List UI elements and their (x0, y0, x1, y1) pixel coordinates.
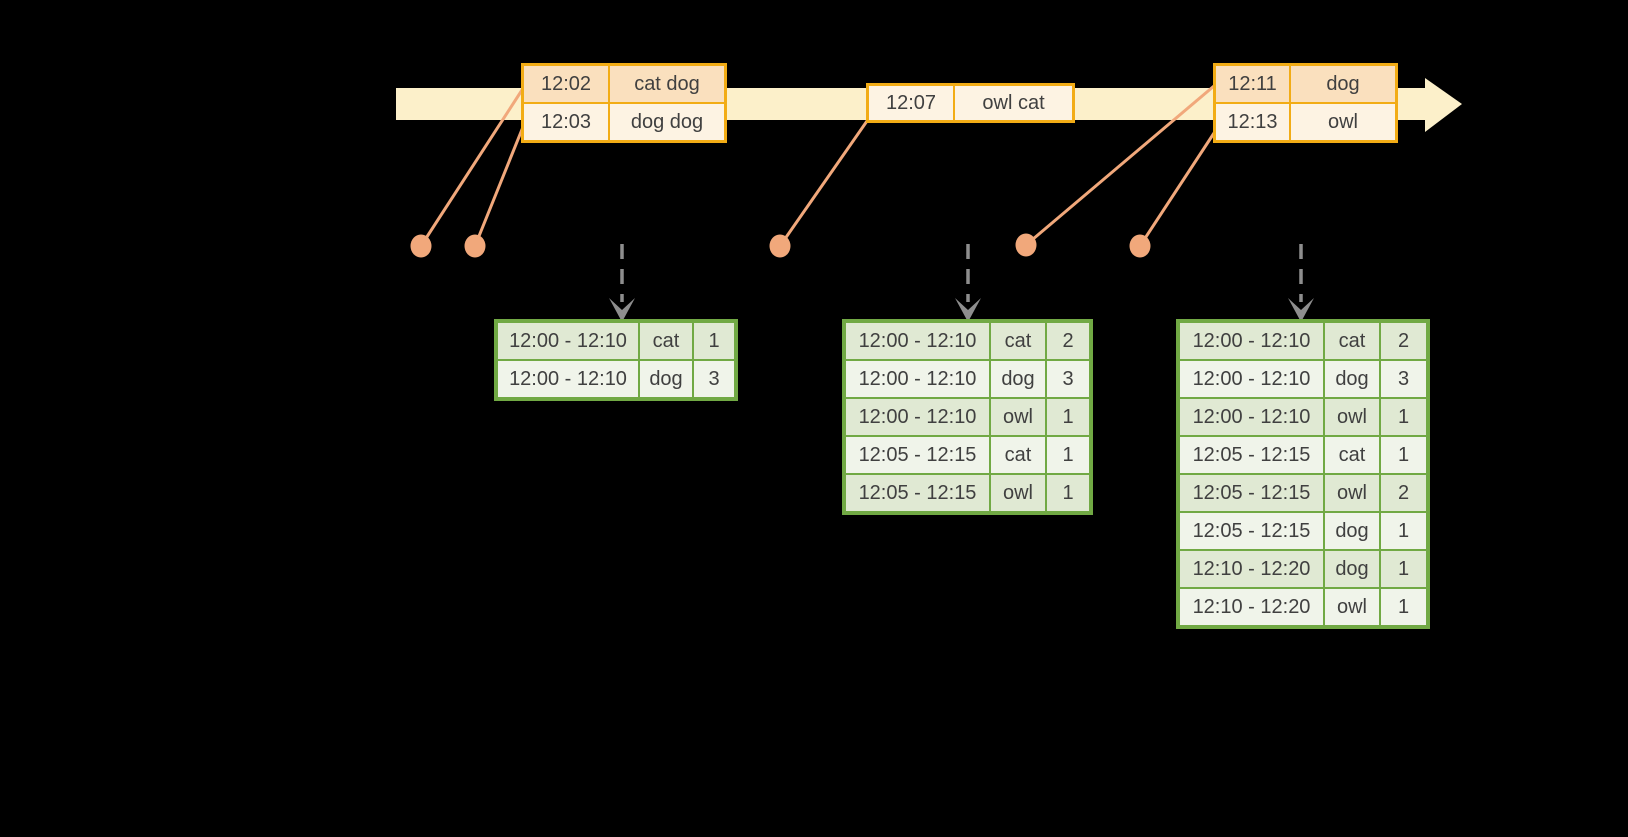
window-cell: 12:00 - 12:10 (1180, 399, 1323, 435)
word-cell: cat (1325, 323, 1379, 359)
trigger-arrow-head-icon (955, 298, 981, 322)
word-cell: cat (1325, 437, 1379, 473)
count-cell: 1 (1381, 589, 1426, 625)
window-cell: 12:05 - 12:15 (846, 475, 989, 511)
result-table: 12:00 - 12:10 cat 2 12:00 - 12:10 dog 3 … (842, 319, 1093, 515)
event-words-cell: dog (1291, 66, 1395, 102)
connector-line (778, 120, 869, 247)
count-cell: 1 (1381, 437, 1426, 473)
count-cell: 3 (694, 361, 734, 397)
window-cell: 12:00 - 12:10 (498, 323, 638, 359)
event-words-cell: owl (1291, 104, 1395, 140)
window-cell: 12:00 - 12:10 (846, 361, 989, 397)
count-cell: 1 (1381, 551, 1426, 587)
event-words-cell: owl cat (955, 86, 1072, 120)
count-cell: 1 (1047, 475, 1089, 511)
word-cell: owl (1325, 475, 1379, 511)
result-table: 12:00 - 12:10 cat 2 12:00 - 12:10 dog 3 … (1176, 319, 1430, 629)
window-cell: 12:10 - 12:20 (1180, 589, 1323, 625)
count-cell: 1 (1047, 399, 1089, 435)
result-table: 12:00 - 12:10 cat 1 12:00 - 12:10 dog 3 (494, 319, 738, 401)
word-cell: dog (640, 361, 692, 397)
window-cell: 12:05 - 12:15 (1180, 437, 1323, 473)
event-time-cell: 12:13 (1216, 104, 1289, 140)
connector-line (1025, 84, 1215, 247)
event-marker-dot (410, 234, 432, 258)
window-cell: 12:05 - 12:15 (846, 437, 989, 473)
word-cell: owl (991, 475, 1045, 511)
word-cell: cat (991, 323, 1045, 359)
word-cell: dog (1325, 513, 1379, 549)
event-marker-dot (1129, 234, 1151, 258)
event-box: 12:02 cat dog 12:03 dog dog (521, 63, 727, 143)
count-cell: 2 (1047, 323, 1089, 359)
count-cell: 1 (1047, 437, 1089, 473)
connector-line (1138, 129, 1218, 247)
event-time-cell: 12:02 (524, 66, 608, 102)
window-cell: 12:00 - 12:10 (846, 323, 989, 359)
event-time-cell: 12:07 (869, 86, 953, 120)
word-cell: owl (991, 399, 1045, 435)
count-cell: 3 (1047, 361, 1089, 397)
window-cell: 12:10 - 12:20 (1180, 551, 1323, 587)
count-cell: 2 (1381, 475, 1426, 511)
count-cell: 1 (694, 323, 734, 359)
word-cell: dog (1325, 361, 1379, 397)
event-time-cell: 12:03 (524, 104, 608, 140)
event-box: 12:07 owl cat (866, 83, 1075, 123)
count-cell: 1 (1381, 513, 1426, 549)
event-box: 12:11 dog 12:13 owl (1213, 63, 1398, 143)
word-cell: dog (1325, 551, 1379, 587)
window-cell: 12:00 - 12:10 (1180, 323, 1323, 359)
word-cell: owl (1325, 589, 1379, 625)
window-cell: 12:00 - 12:10 (498, 361, 638, 397)
word-cell: cat (640, 323, 692, 359)
event-words-cell: dog dog (610, 104, 724, 140)
event-time-cell: 12:11 (1216, 66, 1289, 102)
connector-line (473, 126, 525, 247)
count-cell: 2 (1381, 323, 1426, 359)
trigger-arrow-head-icon (609, 298, 635, 322)
connector-line (419, 89, 524, 247)
event-marker-dot (1015, 233, 1037, 257)
count-cell: 3 (1381, 361, 1426, 397)
count-cell: 1 (1381, 399, 1426, 435)
event-marker-dot (769, 234, 791, 258)
word-cell: cat (991, 437, 1045, 473)
event-words-cell: cat dog (610, 66, 724, 102)
word-cell: owl (1325, 399, 1379, 435)
timeline-arrow-head-icon (1425, 78, 1462, 132)
window-cell: 12:05 - 12:15 (1180, 513, 1323, 549)
word-cell: dog (991, 361, 1045, 397)
event-marker-dot (464, 234, 486, 258)
window-cell: 12:00 - 12:10 (846, 399, 989, 435)
window-cell: 12:00 - 12:10 (1180, 361, 1323, 397)
trigger-arrow-head-icon (1288, 298, 1314, 322)
window-cell: 12:05 - 12:15 (1180, 475, 1323, 511)
